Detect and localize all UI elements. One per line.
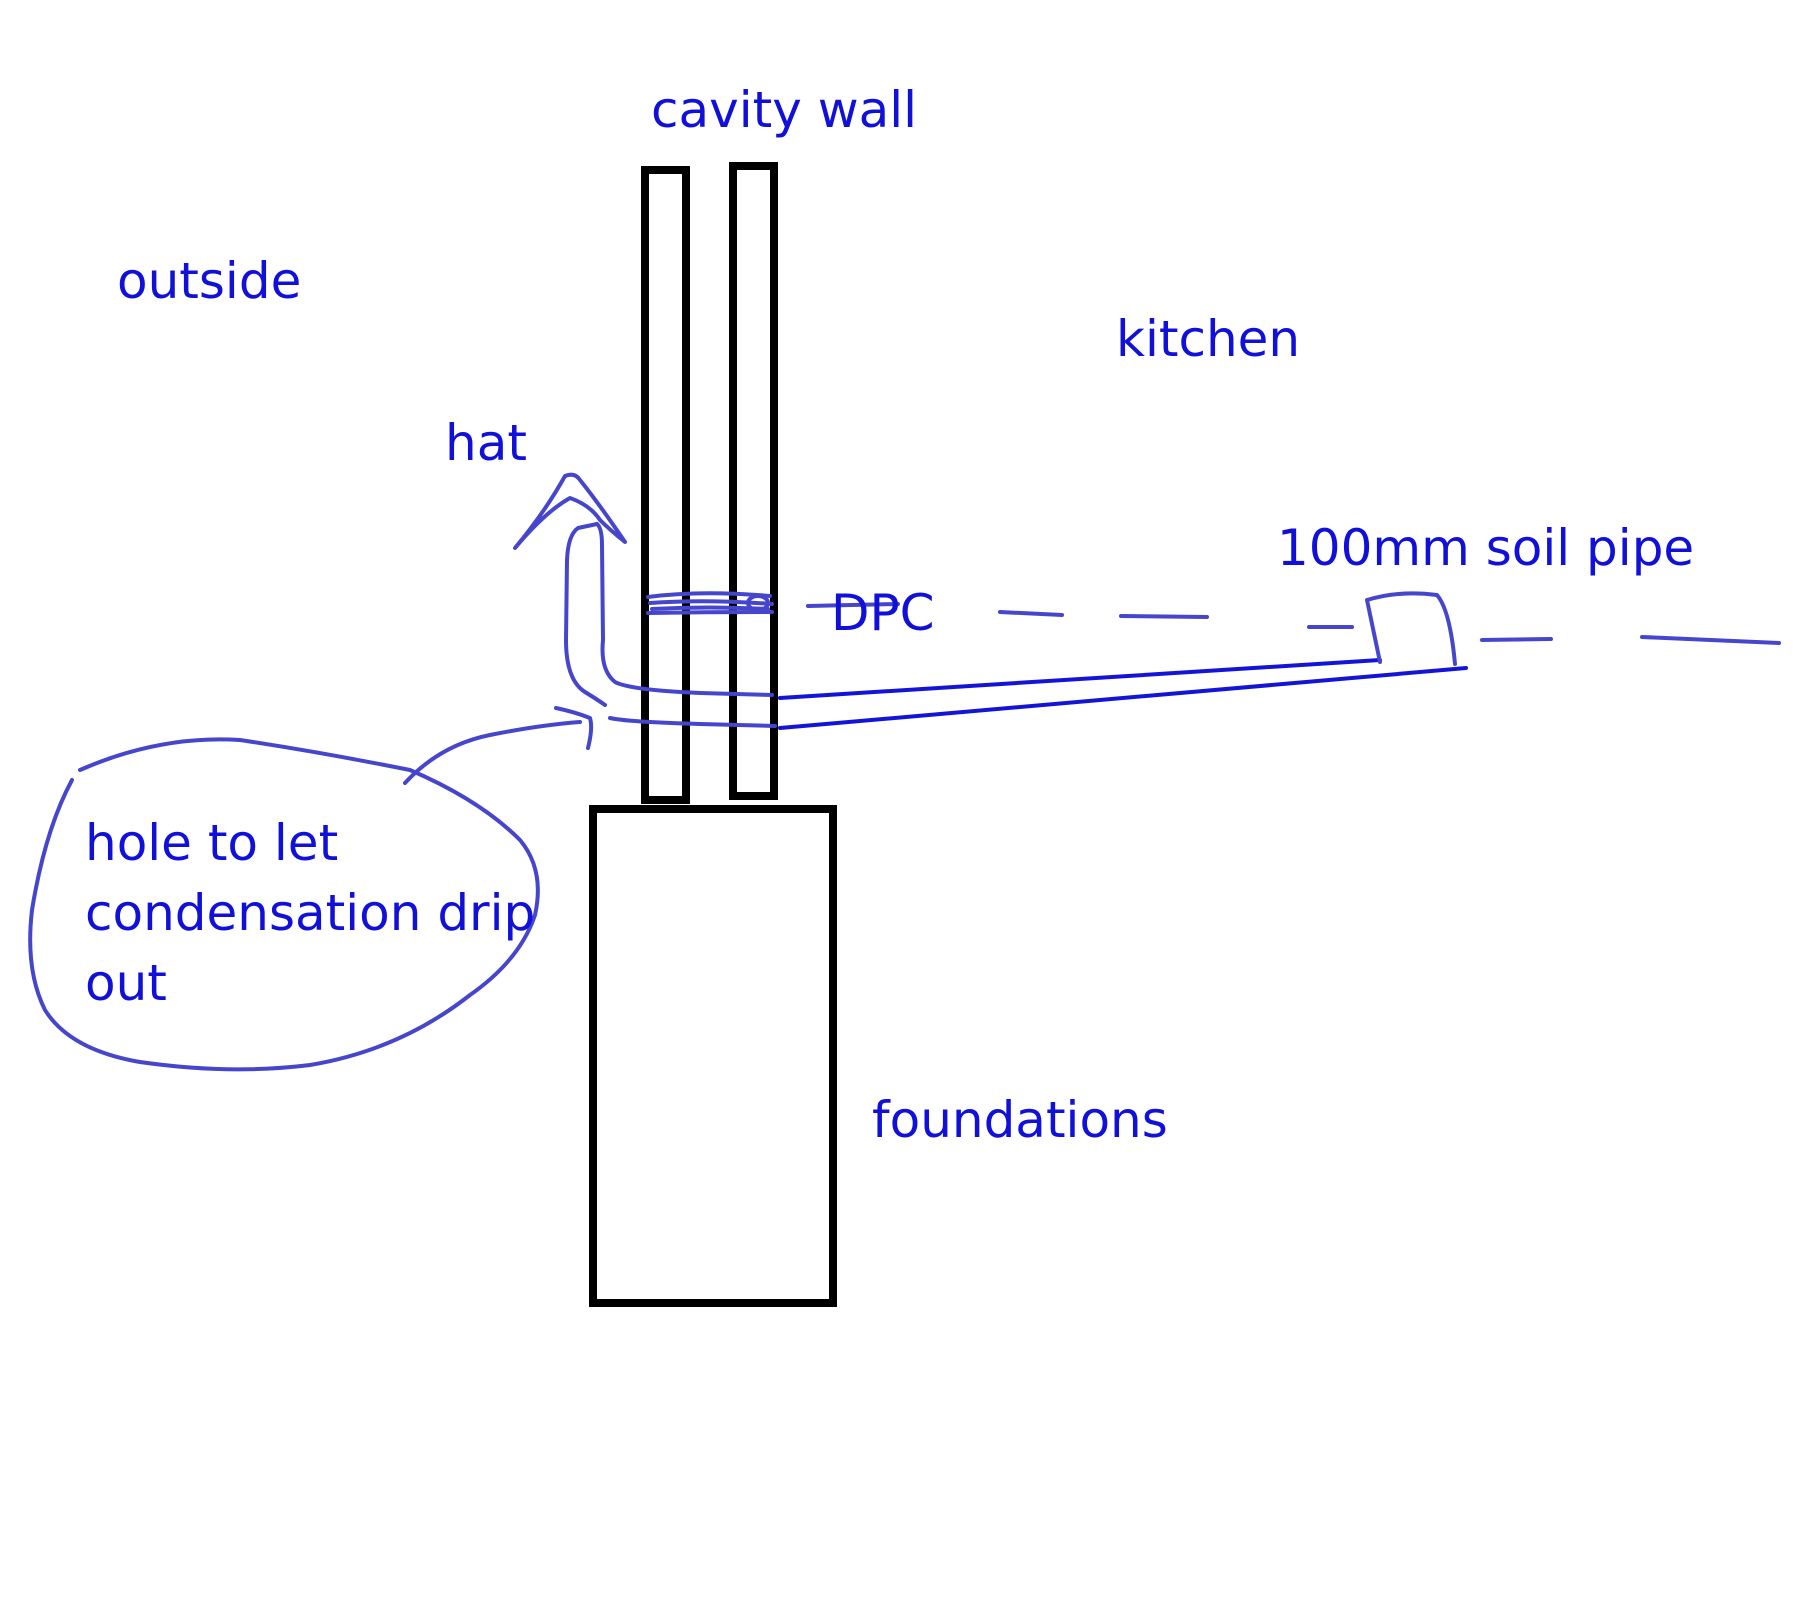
hat-label: hat [445,414,527,472]
dpc-marker [646,591,900,615]
hole-note-line-1: hole to let [85,814,338,872]
hole-callout-bubble [28,737,540,1072]
vent-hat [513,472,627,550]
hole-note-line-2: condensation drip [85,884,535,942]
soil-pipe [778,591,1468,730]
foundations-label: foundations [872,1091,1168,1149]
ground-level-line [998,610,1781,645]
vent-pipe [564,522,777,728]
hole-arrow [403,706,594,785]
kitchen-label: kitchen [1116,310,1300,368]
inner-wall-leaf [729,162,778,800]
outside-label: outside [117,252,301,310]
outer-wall-leaf [641,166,690,804]
cavity-wall-label: cavity wall [651,81,917,139]
dpc-label: DPC [831,584,935,642]
hole-note-line-3: out [85,954,167,1012]
soil-pipe-label: 100mm soil pipe [1277,519,1694,577]
foundation-block [589,805,837,1307]
